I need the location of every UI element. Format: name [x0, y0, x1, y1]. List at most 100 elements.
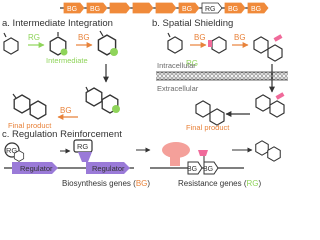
panel-a-final-product: Final product: [8, 121, 52, 130]
lipid-head: [200, 72, 204, 76]
lipid-head: [192, 76, 196, 80]
lipid-head: [228, 76, 232, 80]
lipid-head: [176, 72, 180, 76]
panel-b-final-product: Final product: [186, 123, 230, 132]
salmon-protein: [162, 142, 190, 158]
lipid-head: [276, 72, 280, 76]
rg-middle-complex: RG: [73, 139, 93, 162]
bg-gene-label: BG: [67, 6, 77, 13]
bg-gene-right-1: [187, 161, 203, 175]
intermediate2-molecule: [97, 30, 118, 56]
lipid-head: [244, 76, 248, 80]
panel-c-rg-left: RG: [6, 146, 17, 155]
regulator-left-label: Regulator: [20, 164, 53, 173]
lipid-head: [216, 72, 220, 76]
lipid-head: [284, 76, 288, 80]
panel-b-bg1-label: BG: [194, 33, 206, 42]
panel-b-rg-label: RG: [186, 59, 198, 68]
lipid-head: [168, 76, 172, 80]
pink-tag-3: [275, 92, 285, 100]
bg-gene-arrow: [63, 2, 85, 14]
bg-gene-label: BG: [228, 6, 238, 13]
lipid-head: [236, 72, 240, 76]
bg-gene-right-2: [203, 161, 219, 175]
lipid-head: [272, 72, 276, 76]
resistance-caption: Resistance genes (RG): [178, 179, 261, 188]
panel-c-title: c. Regulation Reinforcement: [2, 129, 122, 140]
lipid-head: [212, 76, 216, 80]
lipid-head: [260, 72, 264, 76]
lipid-head: [240, 72, 244, 76]
panel-a: a. Intermediate Integration RG Intermedi…: [2, 18, 120, 130]
lipid-head: [204, 72, 208, 76]
pink-tag: [208, 40, 212, 47]
lipid-head: [216, 76, 220, 80]
lipid-head: [260, 76, 264, 80]
lipid-head: [280, 72, 284, 76]
extracellular-label: Extracellular: [157, 84, 199, 93]
lipid-head: [224, 72, 228, 76]
bg-right-2-label: BG: [203, 166, 213, 173]
bg-gene-arrow: [224, 2, 246, 14]
lipid-head: [164, 72, 168, 76]
lipid-head: [280, 76, 284, 80]
lipid-head: [264, 76, 268, 80]
lipid-head: [188, 76, 192, 80]
lipid-head: [232, 72, 236, 76]
lipid-head: [168, 72, 172, 76]
bg-right-1-label: BG: [187, 166, 197, 173]
lipid-head: [172, 72, 176, 76]
exported-molecule: [255, 92, 285, 118]
pink-coupled-molecule: [253, 34, 283, 62]
lipid-head: [212, 72, 216, 76]
lipid-head: [156, 76, 160, 80]
intermediate-molecule: [49, 32, 68, 56]
lipid-head: [268, 72, 272, 76]
lipid-head: [172, 76, 176, 80]
bg-gene-label: BG: [90, 6, 100, 13]
bg-gene-arrow: [247, 2, 269, 14]
lipid-head: [244, 72, 248, 76]
lipid-head: [180, 72, 184, 76]
lipid-head: [272, 76, 276, 80]
regulator-mid-label: Regulator: [92, 164, 125, 173]
lipid-head: [252, 76, 256, 80]
panel-a-rg-label: RG: [28, 33, 40, 42]
intermediate2-green-group: [110, 48, 118, 56]
intracellular-label: Intracellular: [157, 61, 196, 70]
lipid-head: [236, 76, 240, 80]
lipid-head: [220, 72, 224, 76]
rg-gene-arrow: [201, 2, 223, 14]
lipid-head: [188, 72, 192, 76]
lipid-head: [268, 76, 272, 80]
lipid-head: [264, 72, 268, 76]
bg-gene-arrow: [86, 2, 108, 14]
lipid-head: [160, 76, 164, 80]
coupled-green-group: [112, 105, 120, 113]
lipid-head: [248, 72, 252, 76]
lipid-head: [184, 76, 188, 80]
rg-gene-label: RG: [205, 6, 216, 13]
lipid-head: [184, 72, 188, 76]
lipid-head: [248, 76, 252, 80]
bg-gene-label: BG: [182, 6, 192, 13]
lipid-head: [204, 76, 208, 80]
lipid-head: [180, 76, 184, 80]
pink-tag-2: [273, 34, 283, 42]
lipid-head: [196, 72, 200, 76]
lipid-head: [284, 72, 288, 76]
lipid-head: [200, 76, 204, 80]
lipid-head: [256, 76, 260, 80]
biosynthesis-caption: Biosynthesis genes (BG): [62, 179, 150, 188]
lipid-head: [196, 76, 200, 80]
lipid-head: [232, 76, 236, 80]
lipid-head: [160, 72, 164, 76]
panel-a-title: a. Intermediate Integration: [2, 18, 113, 29]
coupled-molecule: [85, 86, 120, 114]
panel-c: c. Regulation Reinforcement RG Regulator…: [2, 129, 281, 188]
lipid-head: [276, 76, 280, 80]
final-product-molecule-b: [195, 100, 225, 126]
final-product-molecule-a: [12, 93, 47, 120]
panel-a-bg1-label: BG: [78, 33, 90, 42]
